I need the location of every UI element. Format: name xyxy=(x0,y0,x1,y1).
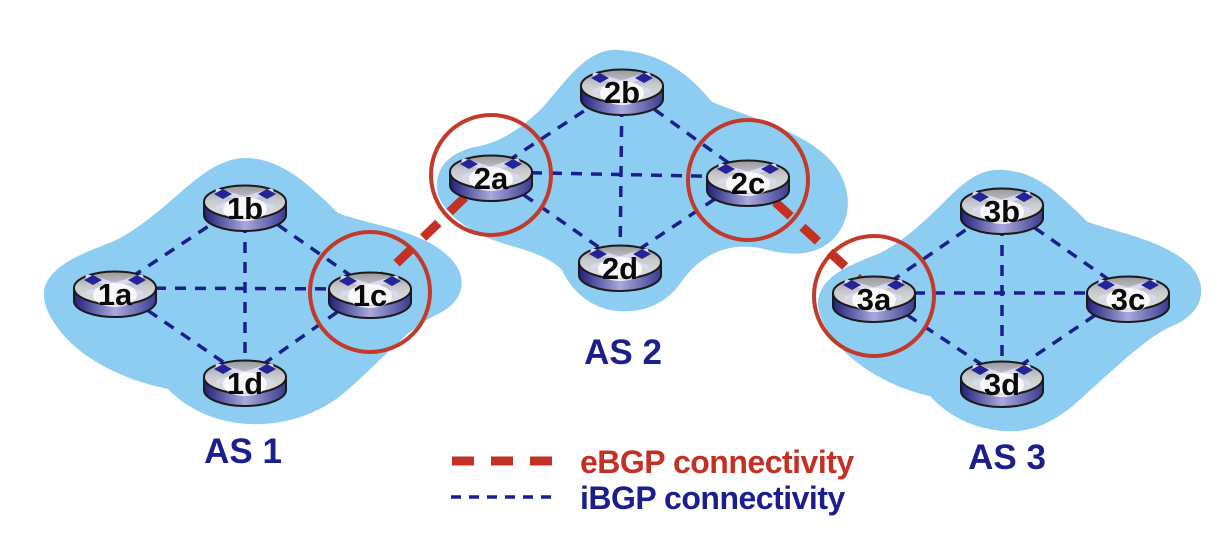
router-arrow-left-icon xyxy=(1097,280,1115,290)
router-arrow-right-icon xyxy=(258,364,276,374)
router-2b: 2b xyxy=(580,68,664,116)
router-arrow-right-icon xyxy=(887,280,905,290)
router-label-1a: 1a xyxy=(98,277,133,312)
router-arrow-left-icon xyxy=(717,164,735,174)
legend: eBGP connectivity iBGP connectivity xyxy=(451,444,855,516)
router-label-3d: 3d xyxy=(984,367,1020,402)
router-label-2d: 2d xyxy=(602,251,638,286)
as2-cloud xyxy=(436,49,848,312)
as3-label: AS 3 xyxy=(968,438,1046,477)
router-highlight xyxy=(600,81,644,105)
router-arrow-left-icon xyxy=(339,276,357,286)
router-arrow-left-icon xyxy=(214,364,232,374)
router-highlight xyxy=(1106,288,1150,312)
router-3a: 3a xyxy=(832,275,916,323)
router-label-2c: 2c xyxy=(731,166,765,201)
router-arrow-right-icon xyxy=(258,189,276,199)
router-label-1c: 1c xyxy=(353,278,387,313)
ebgp-legend-label: eBGP connectivity xyxy=(580,444,854,480)
router-label-3c: 3c xyxy=(1111,282,1145,317)
router-1c: 1c xyxy=(328,271,412,319)
router-arrow-left-icon xyxy=(971,365,989,375)
router-arrow-left-icon xyxy=(214,189,232,199)
router-arrow-right-icon xyxy=(635,73,653,83)
as3-cloud xyxy=(818,169,1202,432)
router-highlight xyxy=(980,373,1024,397)
router-highlight xyxy=(598,257,642,281)
gateway-circle-1c xyxy=(308,230,432,354)
router-highlight xyxy=(980,200,1024,224)
gateway-circle-2c xyxy=(686,118,810,242)
ebgp-link-1c-2a xyxy=(366,168,495,293)
router-arrow-right-icon xyxy=(383,276,401,286)
as1-cloud xyxy=(43,157,462,425)
router-highlight xyxy=(726,172,770,196)
router-highlight xyxy=(469,167,513,191)
gateway-circle-2a xyxy=(429,113,553,237)
router-arrow-left-icon xyxy=(971,192,989,202)
router-1a: 1a xyxy=(73,270,157,318)
router-1d: 1d xyxy=(203,359,287,407)
router-arrow-right-icon xyxy=(1015,365,1033,375)
ibgp-link-1a-1c xyxy=(114,286,371,291)
router-highlight xyxy=(223,372,267,396)
ibgp-legend-label: iBGP connectivity xyxy=(580,480,845,516)
router-arrow-right-icon xyxy=(504,159,522,169)
router-2d: 2d xyxy=(578,244,662,292)
router-2a: 2a xyxy=(449,154,533,202)
router-arrow-right-icon xyxy=(1015,192,1033,202)
router-label-3a: 3a xyxy=(857,282,892,317)
router-label-3b: 3b xyxy=(984,194,1020,229)
router-3c: 3c xyxy=(1086,275,1170,323)
router-arrow-left-icon xyxy=(589,249,607,259)
router-highlight xyxy=(223,197,267,221)
router-highlight xyxy=(852,288,896,312)
router-arrow-left-icon xyxy=(843,280,861,290)
router-arrow-right-icon xyxy=(128,275,146,285)
router-3d: 3d xyxy=(960,360,1044,408)
router-arrow-right-icon xyxy=(761,164,779,174)
as2-label: AS 2 xyxy=(584,333,662,372)
ebgp-link-2c-3a xyxy=(744,173,878,297)
as1-label: AS 1 xyxy=(204,432,282,471)
router-label-2b: 2b xyxy=(604,75,640,110)
router-3b: 3b xyxy=(960,187,1044,235)
router-arrow-right-icon xyxy=(633,249,651,259)
router-label-1b: 1b xyxy=(227,191,263,226)
router-arrow-right-icon xyxy=(1141,280,1159,290)
router-arrow-left-icon xyxy=(460,159,478,169)
router-arrow-left-icon xyxy=(84,275,102,285)
router-1b: 1b xyxy=(203,184,287,232)
router-label-2a: 2a xyxy=(474,161,509,196)
router-2c: 2c xyxy=(706,159,790,207)
router-arrow-left-icon xyxy=(591,73,609,83)
router-highlight xyxy=(93,283,137,307)
router-label-1d: 1d xyxy=(227,366,263,401)
router-highlight xyxy=(348,284,392,308)
gateway-circle-3a xyxy=(812,234,936,358)
